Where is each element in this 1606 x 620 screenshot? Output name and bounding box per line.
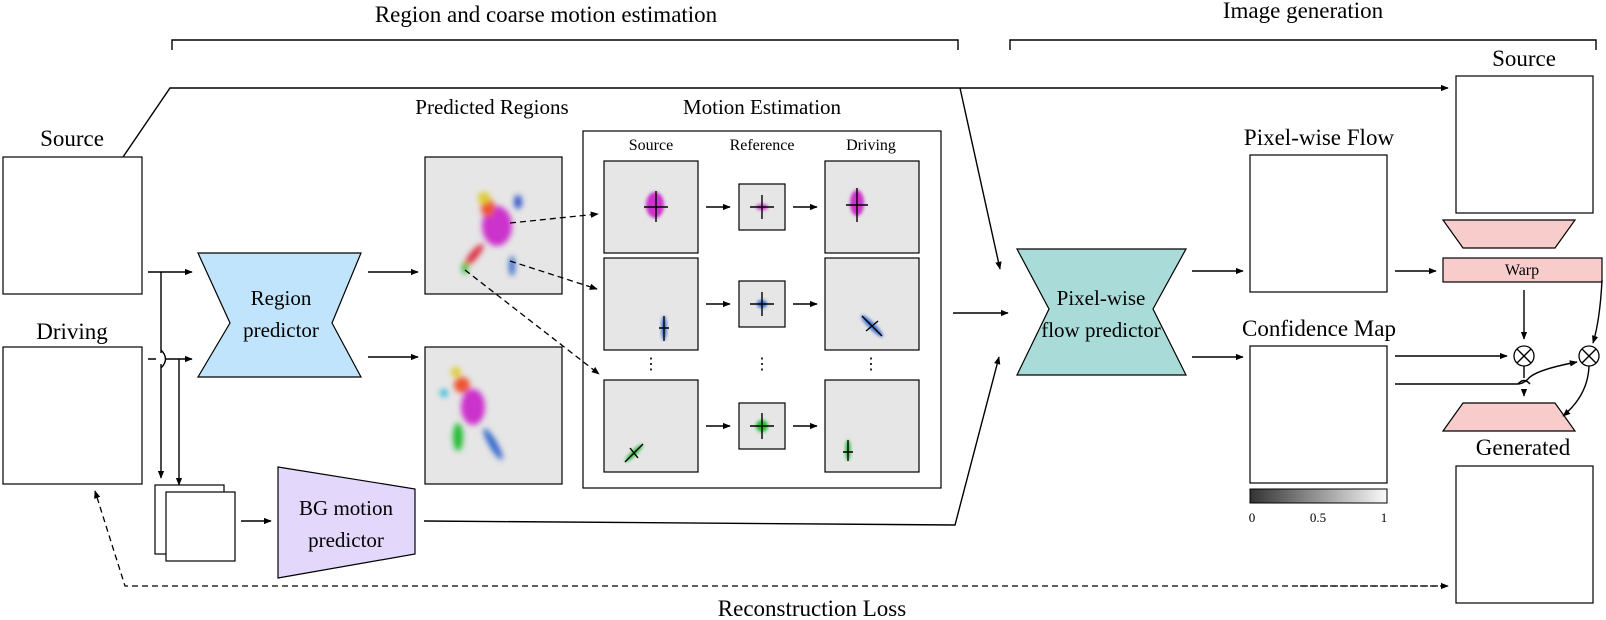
region-predictor-label-1: Region [251, 286, 312, 310]
source-output-image [1455, 75, 1594, 214]
motion-row-3 [603, 379, 920, 473]
pixelwise-flow-label-1: Pixel-wise [1057, 286, 1146, 310]
motion-ellipsis-reference: ⋮ [754, 356, 770, 373]
motion-driving-1 [824, 160, 920, 254]
decoder-trapezoid [1441, 402, 1577, 432]
header-region-bracket [171, 39, 959, 50]
motion-estimation-title: Motion Estimation [683, 95, 842, 119]
pixelwise-flow-predictor-block [1016, 248, 1188, 376]
motion-ellipsis-source: ⋮ [643, 356, 659, 373]
crossover-gap [156, 353, 166, 364]
stacked-frame-front [165, 491, 236, 562]
encoder-trapezoid [1441, 219, 1577, 249]
region-blobs-driving [440, 367, 503, 460]
motion-driving-2 [824, 257, 920, 351]
header-region-stage: Region and coarse motion estimation [375, 2, 718, 27]
motion-col-driving: Driving [846, 137, 896, 154]
confidence-map-title: Confidence Map [1242, 316, 1396, 341]
motion-source-2 [603, 257, 699, 351]
confidence-colorbar [1249, 488, 1388, 504]
predicted-regions-driving [424, 346, 563, 485]
colorbar-tick-0: 0 [1249, 510, 1256, 525]
source-output-title: Source [1492, 46, 1556, 71]
motion-col-source: Source [629, 137, 673, 154]
motion-driving-3 [824, 379, 920, 473]
generated-title: Generated [1476, 435, 1571, 460]
driving-image [2, 346, 143, 485]
motion-row-2 [603, 257, 920, 351]
pixelwise-flow-label-2: flow predictor [1041, 318, 1161, 342]
driving-label: Driving [36, 319, 108, 344]
motion-source-3 [603, 379, 699, 473]
warp-label: Warp [1505, 262, 1539, 279]
predicted-regions-title: Predicted Regions [415, 95, 568, 119]
connections [94, 84, 1603, 590]
header-image-stage: Image generation [1223, 0, 1384, 23]
region-predictor-block [196, 252, 363, 378]
region-blobs-source [462, 192, 522, 276]
colorbar-tick-1: 1 [1381, 510, 1388, 525]
crossover-bump [160, 349, 167, 369]
motion-col-reference: Reference [730, 137, 795, 154]
source-label: Source [40, 126, 104, 151]
pixelwise-flow-title: Pixel-wise Flow [1244, 125, 1395, 150]
bg-motion-label-2: predictor [308, 528, 384, 552]
bg-motion-predictor-block [277, 466, 416, 579]
bg-motion-label-1: BG motion [299, 496, 393, 520]
motion-row-1 [603, 160, 920, 254]
pixelwise-flow-image [1249, 154, 1388, 293]
generated-image [1455, 465, 1594, 604]
motion-ellipsis-driving: ⋮ [863, 356, 879, 373]
header-image-bracket [1009, 39, 1597, 50]
colorbar-tick-0.5: 0.5 [1310, 510, 1326, 525]
confidence-map-image [1249, 345, 1388, 484]
reconstruction-loss-label: Reconstruction Loss [718, 596, 906, 620]
source-image [2, 156, 143, 295]
region-predictor-label-2: predictor [243, 318, 319, 342]
warp-block [1442, 257, 1603, 283]
